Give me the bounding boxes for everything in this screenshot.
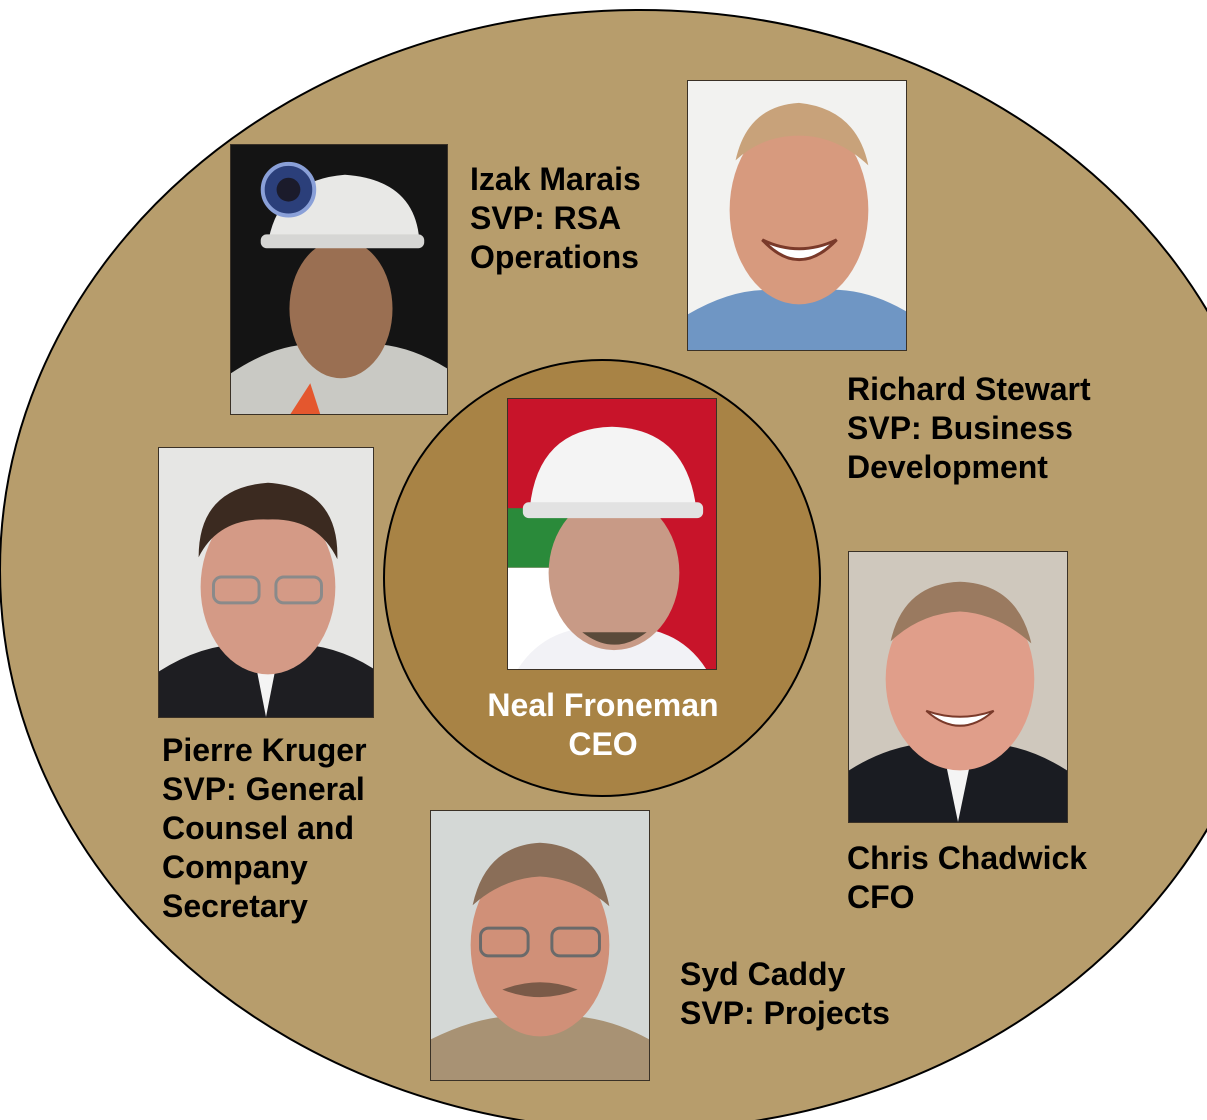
label-pierre-kruger: Pierre Kruger SVP: General Counsel and C… bbox=[162, 731, 367, 926]
person-name: Chris Chadwick bbox=[847, 840, 1088, 876]
person-name: Neal Froneman bbox=[487, 687, 719, 723]
photo-izak-marais bbox=[230, 144, 448, 415]
person-title-line: SVP: RSA bbox=[470, 200, 622, 236]
person-title-line: Operations bbox=[470, 239, 639, 275]
photo-syd-caddy bbox=[430, 810, 650, 1081]
label-richard-stewart: Richard Stewart SVP: Business Developmen… bbox=[847, 370, 1091, 487]
photo-richard-stewart bbox=[687, 80, 907, 351]
person-title-line: Secretary bbox=[162, 888, 308, 924]
label-neal-froneman: Neal Froneman CEO bbox=[472, 686, 734, 764]
person-title-line: SVP: Projects bbox=[680, 995, 890, 1031]
photo-chris-chadwick bbox=[848, 551, 1068, 823]
person-title-line: CEO bbox=[568, 726, 638, 762]
label-izak-marais: Izak Marais SVP: RSA Operations bbox=[470, 160, 641, 277]
person-title-line: Counsel and bbox=[162, 810, 355, 846]
label-syd-caddy: Syd Caddy SVP: Projects bbox=[680, 955, 890, 1033]
person-title-line: Development bbox=[847, 449, 1048, 485]
person-name: Syd Caddy bbox=[680, 956, 846, 992]
photo-pierre-kruger bbox=[158, 447, 374, 718]
person-title-line: CFO bbox=[847, 879, 915, 915]
person-name: Pierre Kruger bbox=[162, 732, 367, 768]
person-name: Izak Marais bbox=[470, 161, 641, 197]
photo-neal-froneman bbox=[507, 398, 717, 670]
person-title-line: SVP: Business bbox=[847, 410, 1073, 446]
person-title-line: Company bbox=[162, 849, 308, 885]
label-chris-chadwick: Chris Chadwick CFO bbox=[847, 839, 1087, 917]
person-name: Richard Stewart bbox=[847, 371, 1091, 407]
person-title-line: SVP: General bbox=[162, 771, 365, 807]
